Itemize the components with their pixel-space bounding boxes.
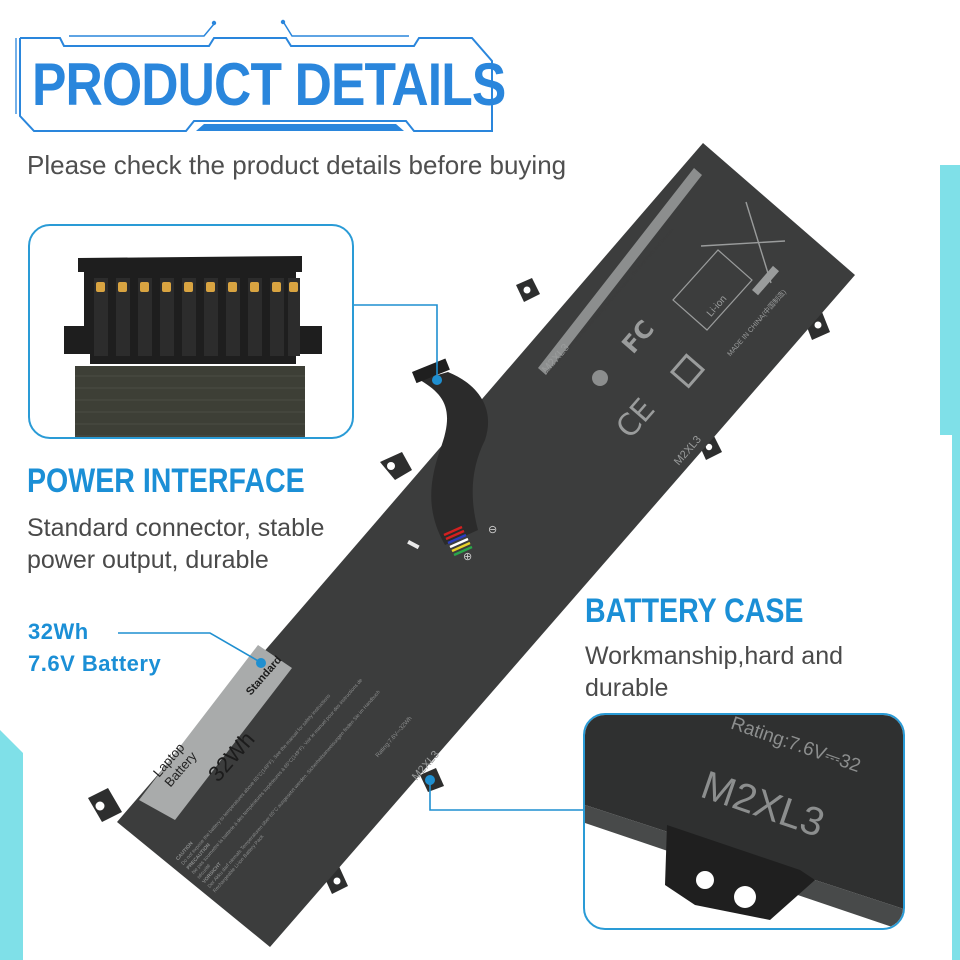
- left-accent-bar: [0, 730, 23, 960]
- page-subtitle: Please check the product details before …: [27, 150, 567, 180]
- power-interface-description: Standard connector, stable power output,…: [27, 512, 324, 576]
- right-accent-bar-lower: [952, 430, 960, 960]
- spec-capacity: 32Wh: [28, 619, 89, 644]
- power-interface-heading: POWER INTERFACE: [27, 462, 305, 500]
- battery-case-line-1: Workmanship,hard and: [585, 642, 844, 670]
- right-accent-bar-upper: [940, 165, 960, 435]
- plus-terminal-icon: ⊕: [463, 551, 473, 563]
- case-closeup-inset: Rating:7.6V⎓32 M2XL3: [583, 713, 905, 930]
- connector-closeup-inset: [28, 224, 354, 439]
- page-title: PRODUCT DETAILS: [32, 51, 506, 118]
- power-interface-line-1: Standard connector, stable: [27, 514, 325, 542]
- battery-label-plate: [139, 645, 292, 820]
- battery-case-line-2: durable: [585, 674, 669, 702]
- title-frame: [15, 19, 493, 132]
- connector-cable: [420, 372, 489, 545]
- battery-body: [117, 143, 855, 947]
- battery-case-heading: BATTERY CASE: [585, 592, 804, 630]
- minus-terminal-icon: ⊖: [488, 524, 498, 536]
- spec-callout: 32Wh 7.6V Battery: [28, 616, 161, 680]
- connector-closeup-image: [64, 256, 322, 437]
- case-closeup-image: [585, 715, 903, 928]
- spec-voltage: 7.6V Battery: [28, 651, 162, 676]
- power-interface-line-2: power output, durable: [27, 546, 269, 574]
- battery-case-description: Workmanship,hard and durable: [585, 640, 843, 704]
